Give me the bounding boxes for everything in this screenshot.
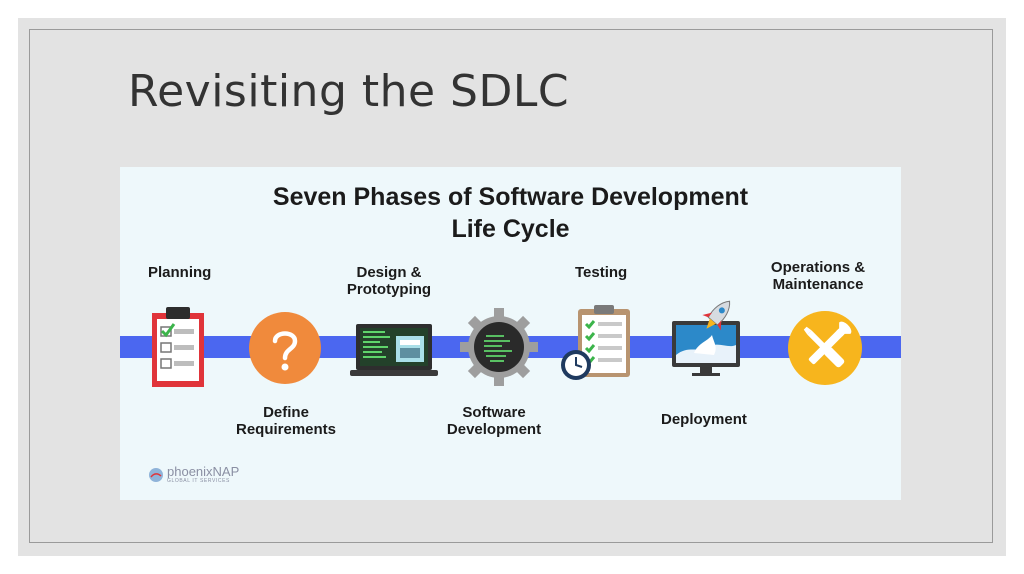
phoenixnap-logo: phoenixNAP GLOBAL IT SERVICES (148, 465, 239, 484)
phase-label-software-development: Software Development (446, 404, 542, 438)
slide-frame (29, 29, 993, 543)
sdlc-infographic: Seven Phases of Software Development Lif… (120, 167, 901, 500)
rocket-monitor-icon (672, 300, 740, 376)
phase-label-design-prototyping: Design & Prototyping (346, 264, 432, 298)
phase-label-operations-maintenance: Operations & Maintenance (770, 259, 866, 293)
slide-title: Revisiting the SDLC (128, 66, 570, 117)
wrench-screwdriver-icon (788, 311, 862, 385)
question-mark-icon (249, 312, 321, 384)
gear-code-icon (460, 308, 538, 386)
infographic-title: Seven Phases of Software Development Lif… (120, 181, 901, 245)
phoenix-globe-icon (149, 467, 163, 482)
phase-label-deployment: Deployment (661, 411, 747, 428)
phase-label-planning: Planning (148, 264, 212, 281)
checklist-clock-icon (561, 305, 630, 380)
clipboard-checklist-icon (152, 307, 204, 387)
phase-label-testing: Testing (575, 264, 628, 281)
phase-label-define-requirements: Define Requirements (235, 404, 337, 438)
infographic-title-line2: Life Cycle (451, 215, 570, 243)
laptop-icon (350, 324, 438, 376)
logo-tagline: GLOBAL IT SERVICES (167, 478, 230, 484)
logo-name: phoenixNAP (167, 464, 240, 479)
infographic-title-line1: Seven Phases of Software Development (272, 183, 749, 211)
